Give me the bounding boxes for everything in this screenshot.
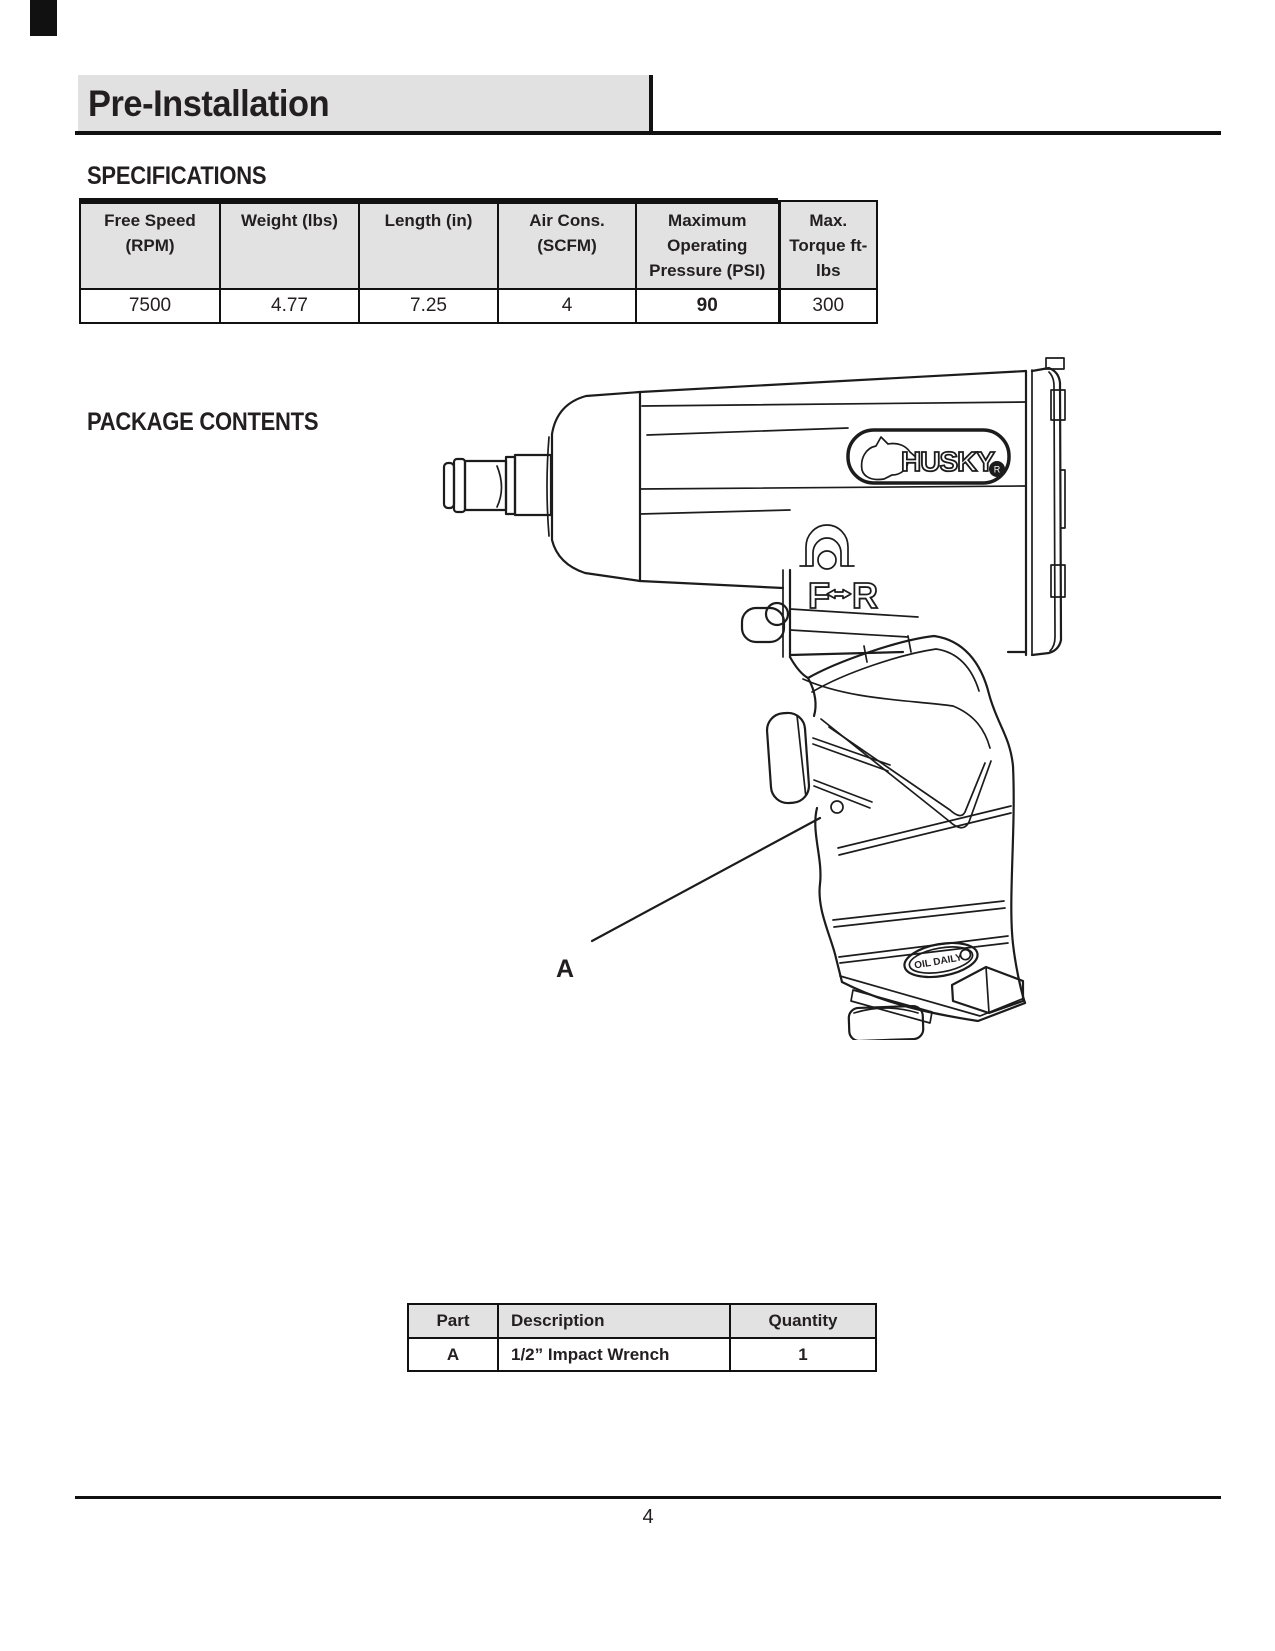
- parts-col-quantity: Quantity: [729, 1303, 877, 1339]
- spec-col-length: Length (in): [358, 200, 499, 290]
- parts-row-a: A 1/2” Impact Wrench 1: [407, 1337, 877, 1372]
- spec-value-max-pressure: 90: [635, 288, 780, 324]
- part-cell: A: [407, 1337, 499, 1372]
- spec-table-thick-top-border: [79, 198, 778, 204]
- rear-end-cap: [1024, 357, 1066, 657]
- quantity-cell: 1: [729, 1337, 877, 1372]
- motor-housing: [638, 369, 1028, 659]
- impact-wrench-diagram: F R HUSKY R: [442, 357, 1066, 1040]
- parts-col-part: Part: [407, 1303, 499, 1339]
- spec-col-max-torque: Max. Torque ft-lbs: [777, 200, 878, 290]
- spec-header-row: Free Speed (RPM) Weight (lbs) Length (in…: [79, 200, 878, 290]
- spec-col-air-cons: Air Cons. (SCFM): [497, 200, 637, 290]
- spec-col-weight: Weight (lbs): [219, 200, 360, 290]
- handle-grip: [788, 634, 1027, 1024]
- section-banner: Pre-Installation: [78, 75, 649, 131]
- forward-reverse-dial: [799, 524, 855, 570]
- spec-col-max-pressure: Maximum Operating Pressure (PSI): [635, 200, 780, 290]
- spec-col-free-speed: Free Speed (RPM): [79, 200, 221, 290]
- spec-value-air-cons: 4: [497, 288, 637, 324]
- husky-dog-icon: [860, 436, 919, 481]
- spec-value-free-speed: 7500: [79, 288, 221, 324]
- hammer-case: [546, 390, 642, 583]
- forward-label: F: [808, 575, 830, 616]
- specifications-heading: SPECIFICATIONS: [87, 162, 267, 190]
- parts-col-description: Description: [497, 1303, 731, 1339]
- footer-rule: [75, 1496, 1221, 1499]
- air-inlet: [847, 965, 1025, 1040]
- page-number: 4: [642, 1506, 654, 1528]
- banner-end-rule: [649, 75, 653, 133]
- trigger: [765, 711, 811, 805]
- banner-underline: [75, 131, 1221, 135]
- side-pin: [740, 606, 786, 644]
- brand-text: HUSKY: [901, 446, 995, 477]
- spec-value-length: 7.25: [358, 288, 499, 324]
- part-a-leader-line: [590, 816, 822, 943]
- side-pin-circle: [764, 601, 790, 627]
- registered-mark-text: R: [994, 465, 1001, 475]
- specifications-table: Free Speed (RPM) Weight (lbs) Length (in…: [79, 200, 878, 324]
- spec-value-weight: 4.77: [219, 288, 360, 324]
- part-a-label: A: [556, 955, 574, 983]
- scan-corner-mark: [30, 0, 57, 36]
- parts-header-row: Part Description Quantity: [407, 1303, 877, 1339]
- spec-value-max-torque: 300: [777, 288, 878, 324]
- reverse-label: R: [852, 575, 878, 616]
- registered-mark-icon: [989, 461, 1005, 477]
- package-contents-table: Part Description Quantity A 1/2” Impact …: [407, 1303, 877, 1372]
- package-contents-heading: PACKAGE CONTENTS: [87, 408, 319, 436]
- page-title: Pre-Installation: [88, 83, 330, 124]
- description-cell: 1/2” Impact Wrench: [497, 1337, 731, 1372]
- anvil-drive: [442, 453, 553, 517]
- fr-arrow-icon: [826, 588, 852, 600]
- husky-badge: HUSKY R: [846, 428, 1011, 485]
- spec-value-row: 7500 4.77 7.25 4 90 300: [79, 288, 878, 324]
